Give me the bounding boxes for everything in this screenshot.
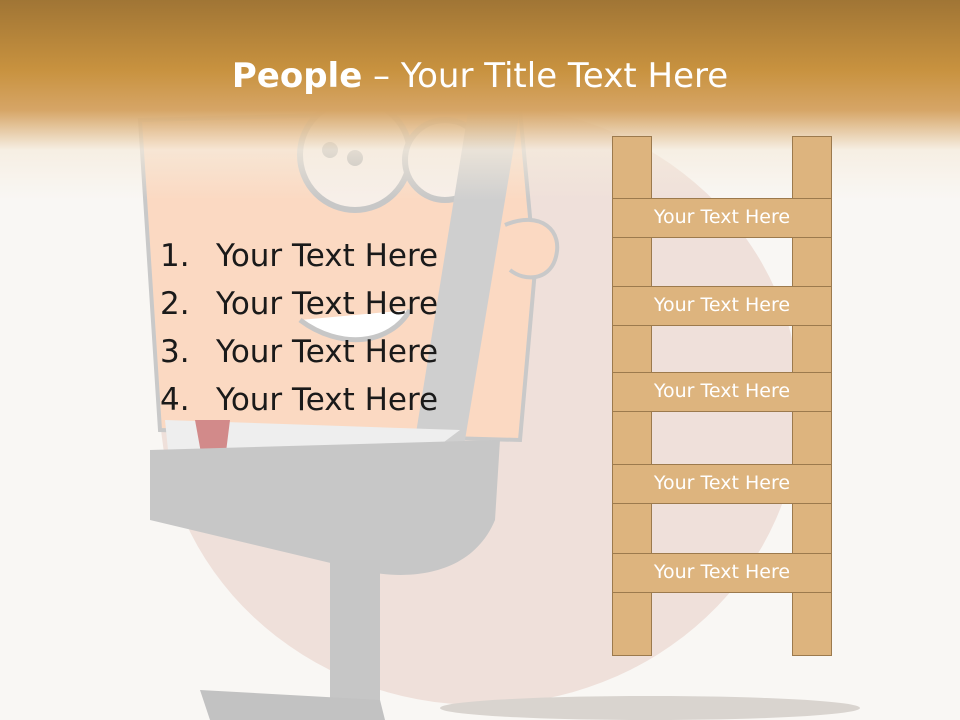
list-item: 2. Your Text Here [160, 280, 438, 328]
ladder-graphic: Your Text Here Your Text Here Your Text … [612, 136, 834, 658]
ladder-rung: Your Text Here [612, 464, 832, 504]
slide-title: People – Your Title Text Here [0, 54, 960, 98]
list-text: Your Text Here [216, 238, 439, 274]
title-rest: – Your Title Text Here [362, 56, 729, 96]
ladder-rung: Your Text Here [612, 372, 832, 412]
list-item: 3. Your Text Here [160, 328, 438, 376]
list-number: 1. [160, 238, 190, 274]
list-number: 2. [160, 286, 190, 322]
list-number: 4. [160, 382, 190, 418]
ladder-rung: Your Text Here [612, 553, 832, 593]
list-number: 3. [160, 334, 190, 370]
list-text: Your Text Here [216, 334, 439, 370]
ladder-rung: Your Text Here [612, 198, 832, 238]
list-text: Your Text Here [216, 286, 439, 322]
list-item: 1. Your Text Here [160, 232, 438, 280]
list-item: 4. Your Text Here [160, 376, 438, 424]
ladder-rung: Your Text Here [612, 286, 832, 326]
numbered-list: 1. Your Text Here 2. Your Text Here 3. Your… [160, 232, 438, 424]
title-bold: People [231, 56, 363, 96]
list-text: Your Text Here [216, 382, 439, 418]
